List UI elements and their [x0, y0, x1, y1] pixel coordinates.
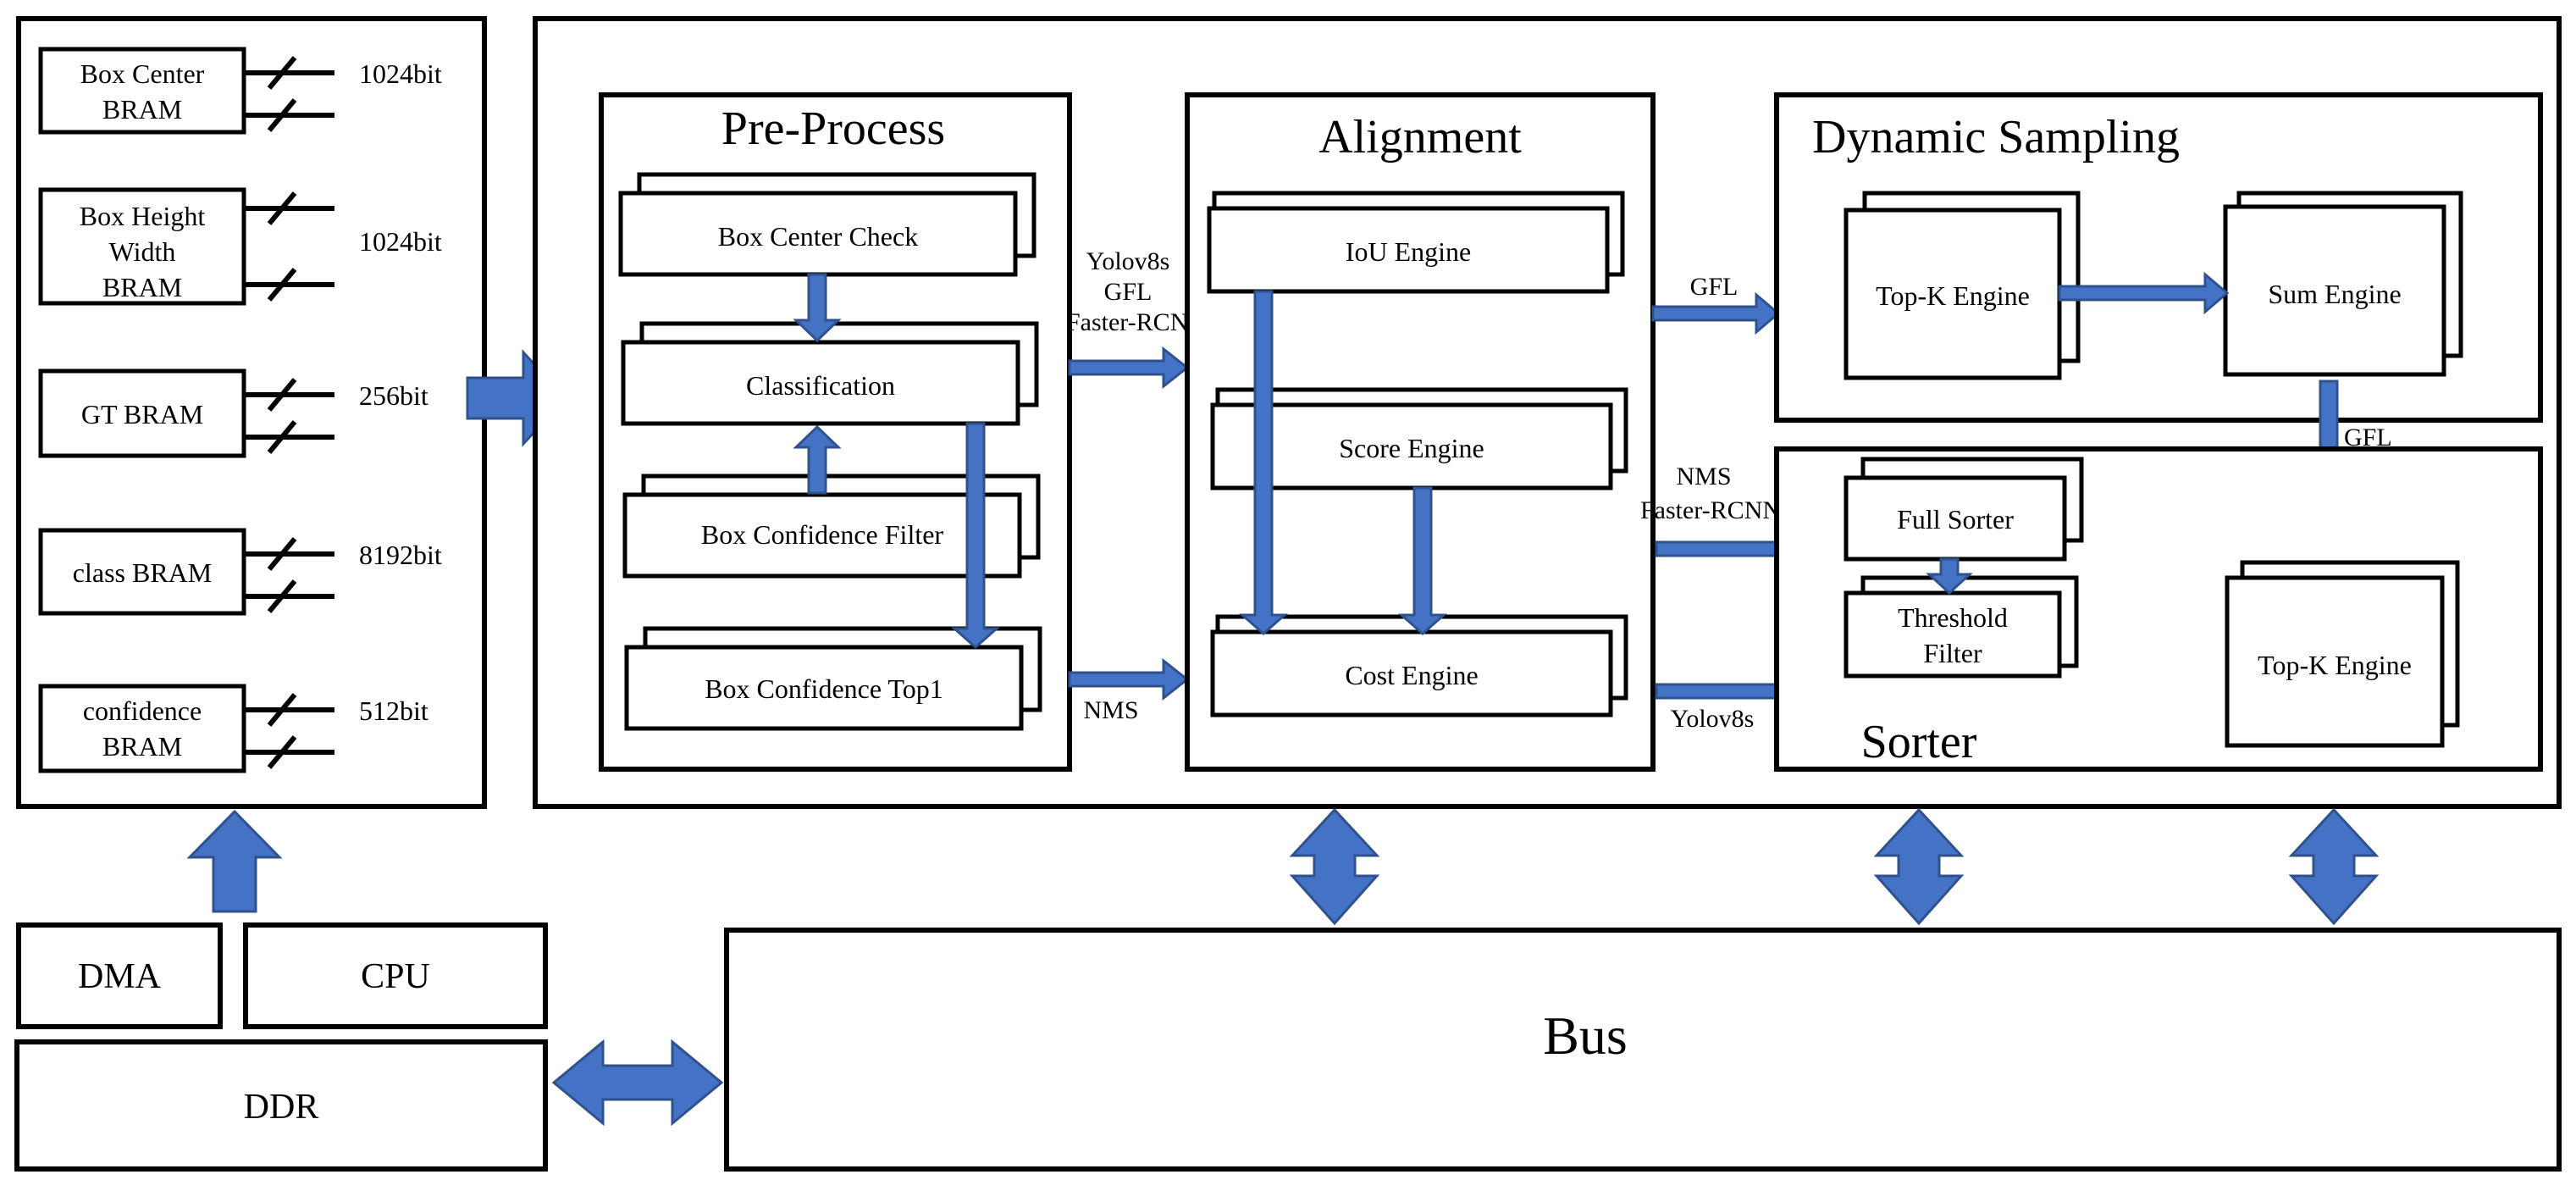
- center-check-to-classification-arrow: [793, 273, 842, 343]
- score-to-cost-arrow: [1398, 486, 1447, 635]
- bram-gt: GT BRAM 256bit: [38, 368, 428, 458]
- bram-gt-label: GT BRAM: [81, 399, 203, 429]
- label-faster-rcnn-top: Faster-RCNN: [1066, 308, 1207, 336]
- full-sorter-to-threshold-arrow: [1926, 557, 1973, 596]
- topk-bus-arrow: [2288, 807, 2380, 926]
- sum-engine-label: Sum Engine: [2268, 279, 2401, 309]
- sum-engine-block: Sum Engine: [2223, 191, 2463, 377]
- full-sorter-label: Full Sorter: [1897, 504, 2014, 535]
- bram-class-bits: 8192bit: [359, 540, 442, 570]
- filter-to-classification-arrow: [793, 424, 842, 495]
- bram-class-label: class BRAM: [73, 557, 212, 588]
- ds-topk-engine-label: Top-K Engine: [1876, 280, 2030, 311]
- bram-box-hw-label-1: Box Height: [80, 201, 206, 231]
- cpu-block: [243, 922, 548, 1029]
- bram-box-center-label-1: Box Center: [80, 58, 205, 89]
- iou-engine-block: IoU Engine: [1207, 191, 1625, 294]
- threshold-filter-label-1: Threshold: [1898, 602, 2008, 633]
- label-yolov8s-topk: Yolov8s: [1671, 705, 1755, 733]
- label-gfl-top: GFL: [1104, 278, 1153, 306]
- box-center-check-label: Box Center Check: [718, 221, 918, 252]
- score-engine-label: Score Engine: [1339, 433, 1484, 463]
- sorter-topk-engine-block: Top-K Engine: [2225, 560, 2460, 748]
- dynamic-sampling-title: Dynamic Sampling: [1812, 111, 2180, 163]
- threshold-filter-label-2: Filter: [1923, 638, 1982, 668]
- threshold-filter-block: Threshold Filter: [1844, 575, 2079, 679]
- score-engine-block: Score Engine: [1210, 387, 1628, 490]
- bram-class: class BRAM 8192bit: [38, 528, 442, 616]
- iou-engine-label: IoU Engine: [1346, 236, 1471, 267]
- label-yolov8s-top: Yolov8s: [1086, 247, 1170, 275]
- box-confidence-top1-label: Box Confidence Top1: [705, 673, 943, 704]
- bram-box-center-bits: 1024bit: [359, 58, 442, 89]
- dma-block: [16, 922, 223, 1029]
- ds-topk-engine-block: Top-K Engine: [1844, 191, 2081, 380]
- cost-engine-label: Cost Engine: [1345, 660, 1478, 690]
- box-confidence-filter-label: Box Confidence Filter: [701, 519, 944, 550]
- alignment-title: Alignment: [1318, 111, 1522, 163]
- bram-gt-bits: 256bit: [359, 380, 428, 411]
- ddr-label: DDR: [244, 1088, 319, 1127]
- label-nms-bottom: NMS: [1083, 696, 1138, 724]
- label-nms-sorter: NMS: [1676, 463, 1731, 490]
- alignment-to-dynamic-sampling-arrow: [1651, 291, 1781, 335]
- bram-confidence: confidence BRAM 512bit: [38, 684, 428, 773]
- sorter-bus-arrow: [1873, 807, 1965, 926]
- bram-confidence-label-2: BRAM: [102, 731, 182, 762]
- box-center-check-block: Box Center Check: [618, 172, 1036, 277]
- full-sorter-block: Full Sorter: [1844, 457, 2084, 562]
- ddr-block: [14, 1039, 548, 1172]
- label-gfl-ds: GFL: [1690, 273, 1739, 301]
- preprocess-to-alignment-top-arrow: [1068, 346, 1190, 390]
- bram-box-height-width: Box Height Width BRAM 1024bit: [38, 187, 442, 306]
- classification-label: Classification: [746, 370, 895, 401]
- ddr-bus-arrow: [551, 1039, 724, 1127]
- classification-to-top1-arrow: [951, 422, 1000, 649]
- alignment-bus-arrow: [1289, 807, 1380, 926]
- box-confidence-top1-block: Box Confidence Top1: [624, 626, 1042, 731]
- sorter-title: Sorter: [1861, 716, 1977, 768]
- bram-box-hw-label-2: Width: [109, 236, 176, 267]
- bram-box-hw-label-3: BRAM: [102, 272, 182, 302]
- bus-label: Bus: [1543, 1005, 1628, 1066]
- preprocess-to-alignment-bottom-arrow: [1068, 657, 1190, 701]
- preprocess-title: Pre-Process: [721, 102, 945, 155]
- sorter-topk-engine-label: Top-K Engine: [2258, 650, 2412, 680]
- bram-box-hw-bits: 1024bit: [359, 226, 442, 257]
- classification-block: Classification: [621, 321, 1039, 426]
- dma-label: DMA: [78, 957, 162, 996]
- iou-to-cost-arrow: [1239, 290, 1288, 635]
- bram-box-center: Box Center BRAM 1024bit: [38, 47, 442, 135]
- bram-confidence-bits: 512bit: [359, 695, 428, 726]
- ds-topk-to-sum-arrow: [2058, 271, 2230, 315]
- bram-box-center-label-2: BRAM: [102, 94, 182, 125]
- bus-block: [724, 928, 2562, 1172]
- dma-to-bram-arrow: [186, 809, 283, 913]
- bram-confidence-label-1: confidence: [83, 695, 202, 726]
- cpu-label: CPU: [361, 957, 430, 996]
- label-faster-rcnn-sorter: Faster-RCNN: [1640, 496, 1781, 524]
